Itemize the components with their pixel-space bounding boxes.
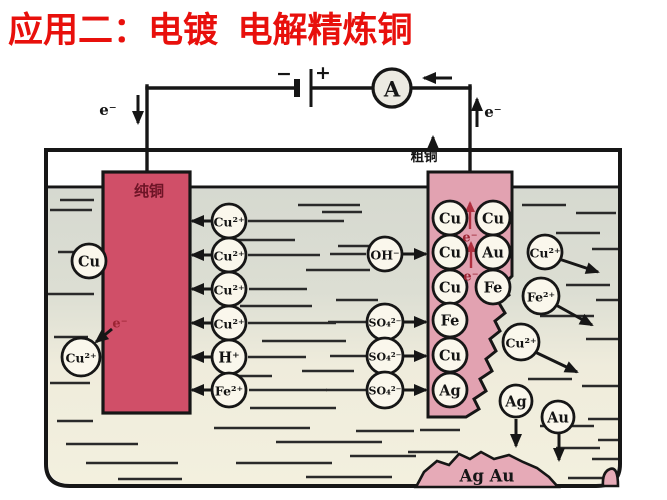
ion-circle: Cu [474,199,512,237]
ammeter-label: A [383,77,401,102]
ion-circle: Fe²⁺ [521,276,561,316]
ion-label: OH⁻ [370,248,399,263]
ion-label: Fe [484,280,503,297]
ion-label: Cu [482,211,505,228]
flow-arrow [558,257,600,274]
ion-circle: Cu²⁺ [210,202,248,240]
anode-mud-label: Ag Au [459,467,515,486]
ion-label: Cu²⁺ [65,351,96,366]
ion-label: SO₄²⁻ [369,317,402,330]
electron-label: e⁻ [463,270,478,285]
ion-label: Fe [441,313,460,330]
ion-circle: SO₄²⁻ [365,336,405,376]
ion-label: Fe²⁺ [215,384,243,399]
ion-circle: Au [540,399,576,435]
ion-label: Cu²⁺ [213,283,244,298]
ion-label: Cu [439,280,462,297]
ion-circle: Cu [70,242,108,280]
ion-circle: Ag [498,383,534,419]
battery-plus-sign: + [315,62,331,84]
ion-circle: OH⁻ [366,235,404,273]
arrows-layer [94,72,600,462]
ion-circle: SO₄²⁻ [365,302,405,342]
anode-label: 粗铜 [411,148,438,165]
ion-label: Cu²⁺ [213,317,244,332]
electron-label: e⁻ [462,231,477,246]
ion-label: Au [546,410,569,427]
cathode-pure-copper [101,170,192,415]
ion-label: Cu [439,211,462,228]
ion-circle: SO₄²⁻ [365,370,405,410]
ion-circle: Fe [474,268,512,306]
battery-minus-sign: − [276,63,292,85]
anode-mud-corner-blob [601,467,620,488]
flow-arrow [534,350,579,374]
ion-label: Cu [439,348,462,365]
ion-circle: Fe²⁺ [210,371,248,409]
ion-label: Cu [439,245,462,262]
electrolysis-tank [44,148,622,488]
ion-circle: H⁺ [210,338,248,376]
ion-circle: Au [474,233,512,271]
electron-label-right: e⁻ [484,103,501,121]
ion-label: Cu²⁺ [529,246,560,261]
ion-label: SO₄²⁻ [369,351,402,364]
ion-circle: Cu²⁺ [60,336,102,378]
ion-label: Fe²⁺ [527,290,555,305]
flow-arrow [555,303,594,327]
ion-label: SO₄²⁻ [369,385,402,398]
ion-circle: Cu²⁺ [501,322,541,362]
ion-label: H⁺ [218,350,239,367]
ion-circle: Cu²⁺ [526,233,564,271]
cathode-label: 纯铜 [134,182,164,200]
flow-arrow [94,327,113,344]
ion-circle: Cu [431,268,469,306]
ammeter-circle [371,67,413,109]
ion-label: Ag [438,383,460,400]
ion-label: Cu²⁺ [213,215,244,230]
page-title: 应用二：电镀 电解精炼铜 [8,11,413,50]
ion-label: Cu²⁺ [213,249,244,264]
ion-circle: Cu²⁺ [210,270,248,308]
ion-circle: Cu [431,336,469,374]
electron-labels-layer: e⁻ e⁻ e⁻ [112,231,478,332]
ion-circle: Cu²⁺ [210,236,248,274]
water-dashes-layer [48,198,622,481]
ion-label: Cu [78,254,101,271]
ion-label: Cu²⁺ [505,336,536,351]
ion-circle: Fe [431,301,469,339]
ion-circle: Cu²⁺ [210,304,248,342]
ions-layer: CuCu²⁺Cu²⁺Cu²⁺Cu²⁺Cu²⁺H⁺Fe²⁺OH⁻SO₄²⁻SO₄²… [60,199,576,435]
ion-circle: Ag [431,371,469,409]
electron-label-left: e⁻ [99,101,116,119]
electron-label: e⁻ [112,317,127,332]
ion-label: Au [481,245,504,262]
ion-label: Ag [504,394,526,411]
anode-mud-mound [413,450,561,489]
